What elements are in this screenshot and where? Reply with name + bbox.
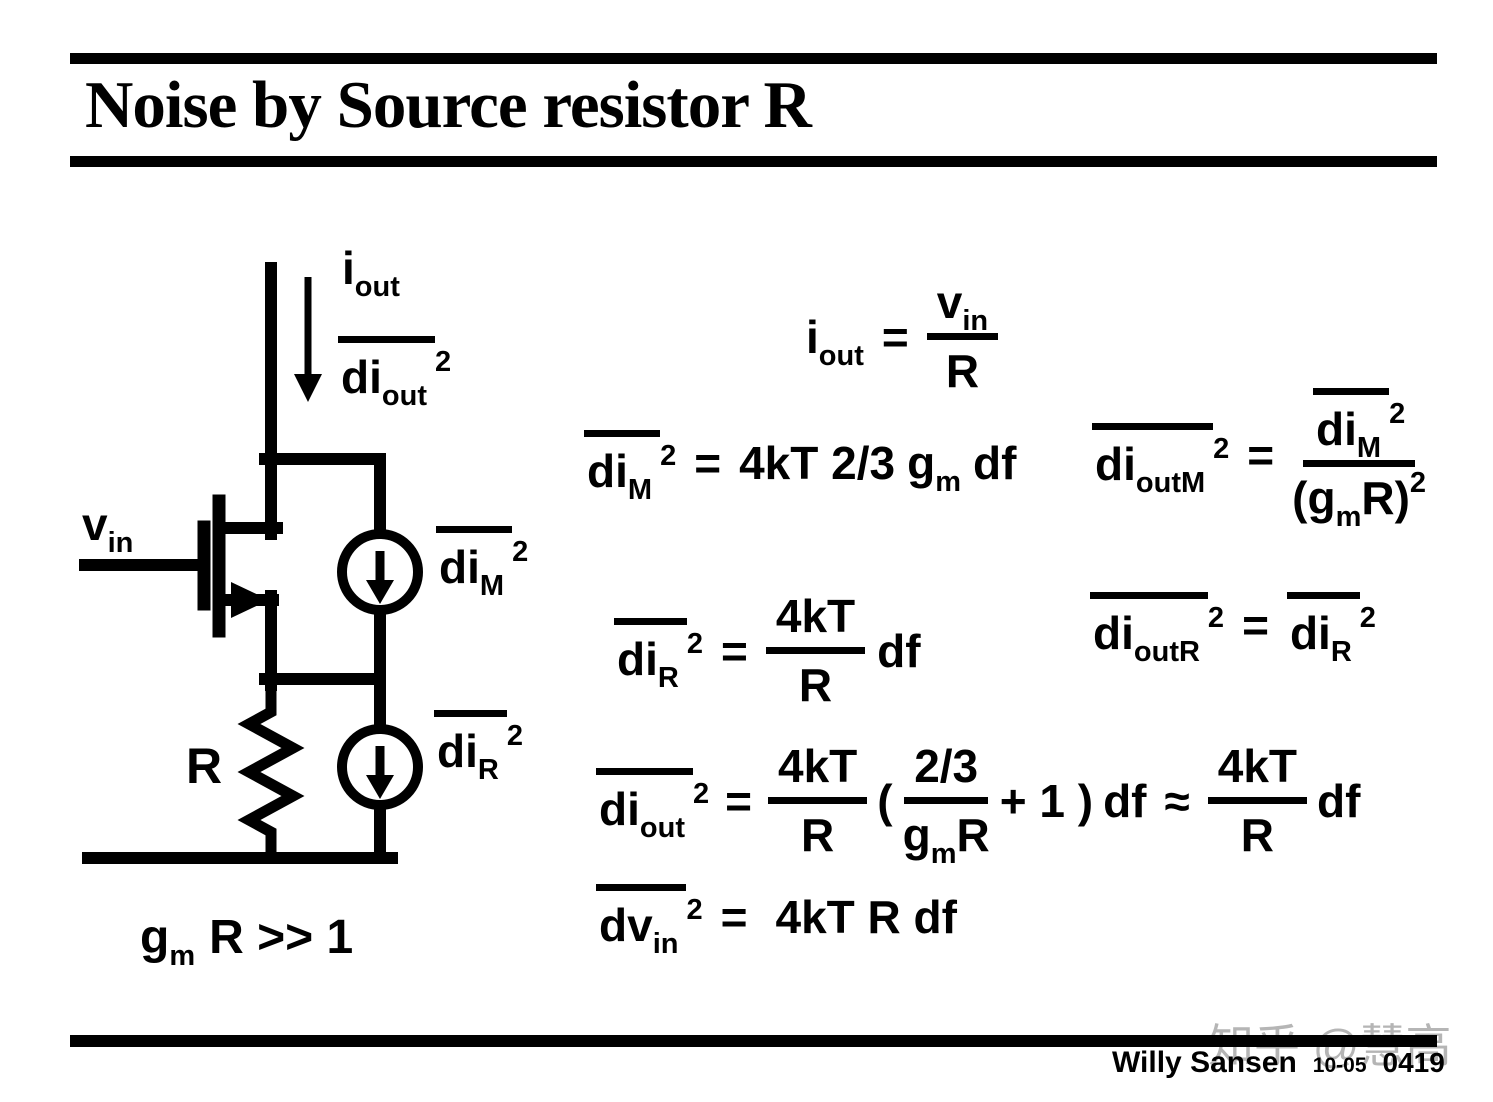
current-source-arrows: [366, 551, 394, 799]
mosfet-source-arrow-head: [231, 582, 269, 618]
equation-dioutm: dioutM2 = diM2 (gmR)2: [1092, 388, 1426, 532]
bottom-rule: [70, 1035, 1437, 1047]
page-title: Noise by Source resistor R: [85, 68, 812, 142]
resistor-label: R: [186, 738, 223, 794]
iout-arrow-head: [294, 374, 322, 402]
dim-noise-label: diM2: [436, 526, 528, 601]
current-source-m-arrow-head: [366, 580, 394, 604]
footer: Willy Sansen 10-05 0419: [1112, 1046, 1445, 1080]
footer-author: Willy Sansen: [1112, 1046, 1297, 1079]
equation-dim: diM2 = 4kT 2/3 gm df: [584, 430, 1016, 505]
current-source-r-arrow-head: [366, 775, 394, 799]
equation-dioutr: dioutR2 = diR2: [1090, 592, 1376, 667]
diout-noise-label: diout2: [338, 336, 451, 411]
resistor-zigzag: [237, 673, 305, 864]
title-underline-rule: [70, 156, 1437, 167]
iout-label: iout: [342, 242, 400, 303]
equation-dir: diR2 = 4kT R df: [614, 592, 921, 710]
equation-iout: iout = vin R: [806, 278, 999, 396]
equation-diout: diout2 = 4kT R ( 2/3 gmR + 1 ) df ≈ 4kT …: [596, 742, 1360, 869]
dir-noise-label: diR2: [434, 710, 523, 785]
circuit-schematic: [79, 262, 423, 864]
footer-date: 10-05: [1312, 1054, 1367, 1077]
vin-label: vin: [82, 498, 134, 559]
footer-slide-number: 0419: [1382, 1047, 1445, 1078]
equation-dvin: dvin2 = 4kT R df: [596, 884, 957, 959]
top-rule: [70, 53, 1437, 64]
